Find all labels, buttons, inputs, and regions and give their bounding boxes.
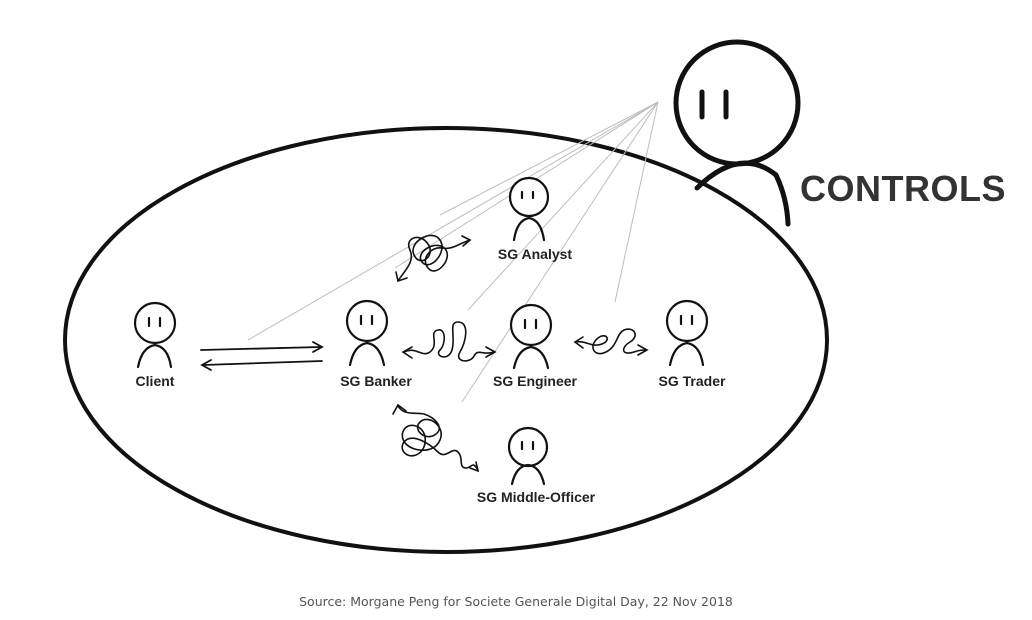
controls-figure [676, 42, 798, 224]
trader-figure [667, 301, 707, 365]
banker-figure [347, 301, 387, 365]
label-sg-engineer: SG Engineer [493, 373, 577, 389]
label-client: Client [136, 373, 175, 389]
label-controls: CONTROLS [800, 168, 1006, 210]
label-sg-trader: SG Trader [659, 373, 726, 389]
engineer-figure [511, 305, 551, 368]
analyst-tangle-arrow [396, 235, 470, 281]
label-sg-middle-officer: SG Middle-Officer [477, 489, 595, 505]
middle-officer-figure [509, 428, 547, 484]
analyst-figure [510, 178, 548, 240]
client-figure [135, 303, 175, 367]
label-sg-banker: SG Banker [340, 373, 412, 389]
engineer-trader-squiggle-arrow [575, 329, 647, 355]
middle-officer-tangle-arrow [393, 405, 478, 471]
source-caption: Source: Morgane Peng for Societe General… [0, 594, 1032, 609]
client-banker-arrows [201, 342, 322, 370]
organization-ellipse [65, 128, 827, 552]
label-sg-analyst: SG Analyst [498, 246, 572, 262]
banker-engineer-squiggle-arrow [403, 322, 495, 361]
